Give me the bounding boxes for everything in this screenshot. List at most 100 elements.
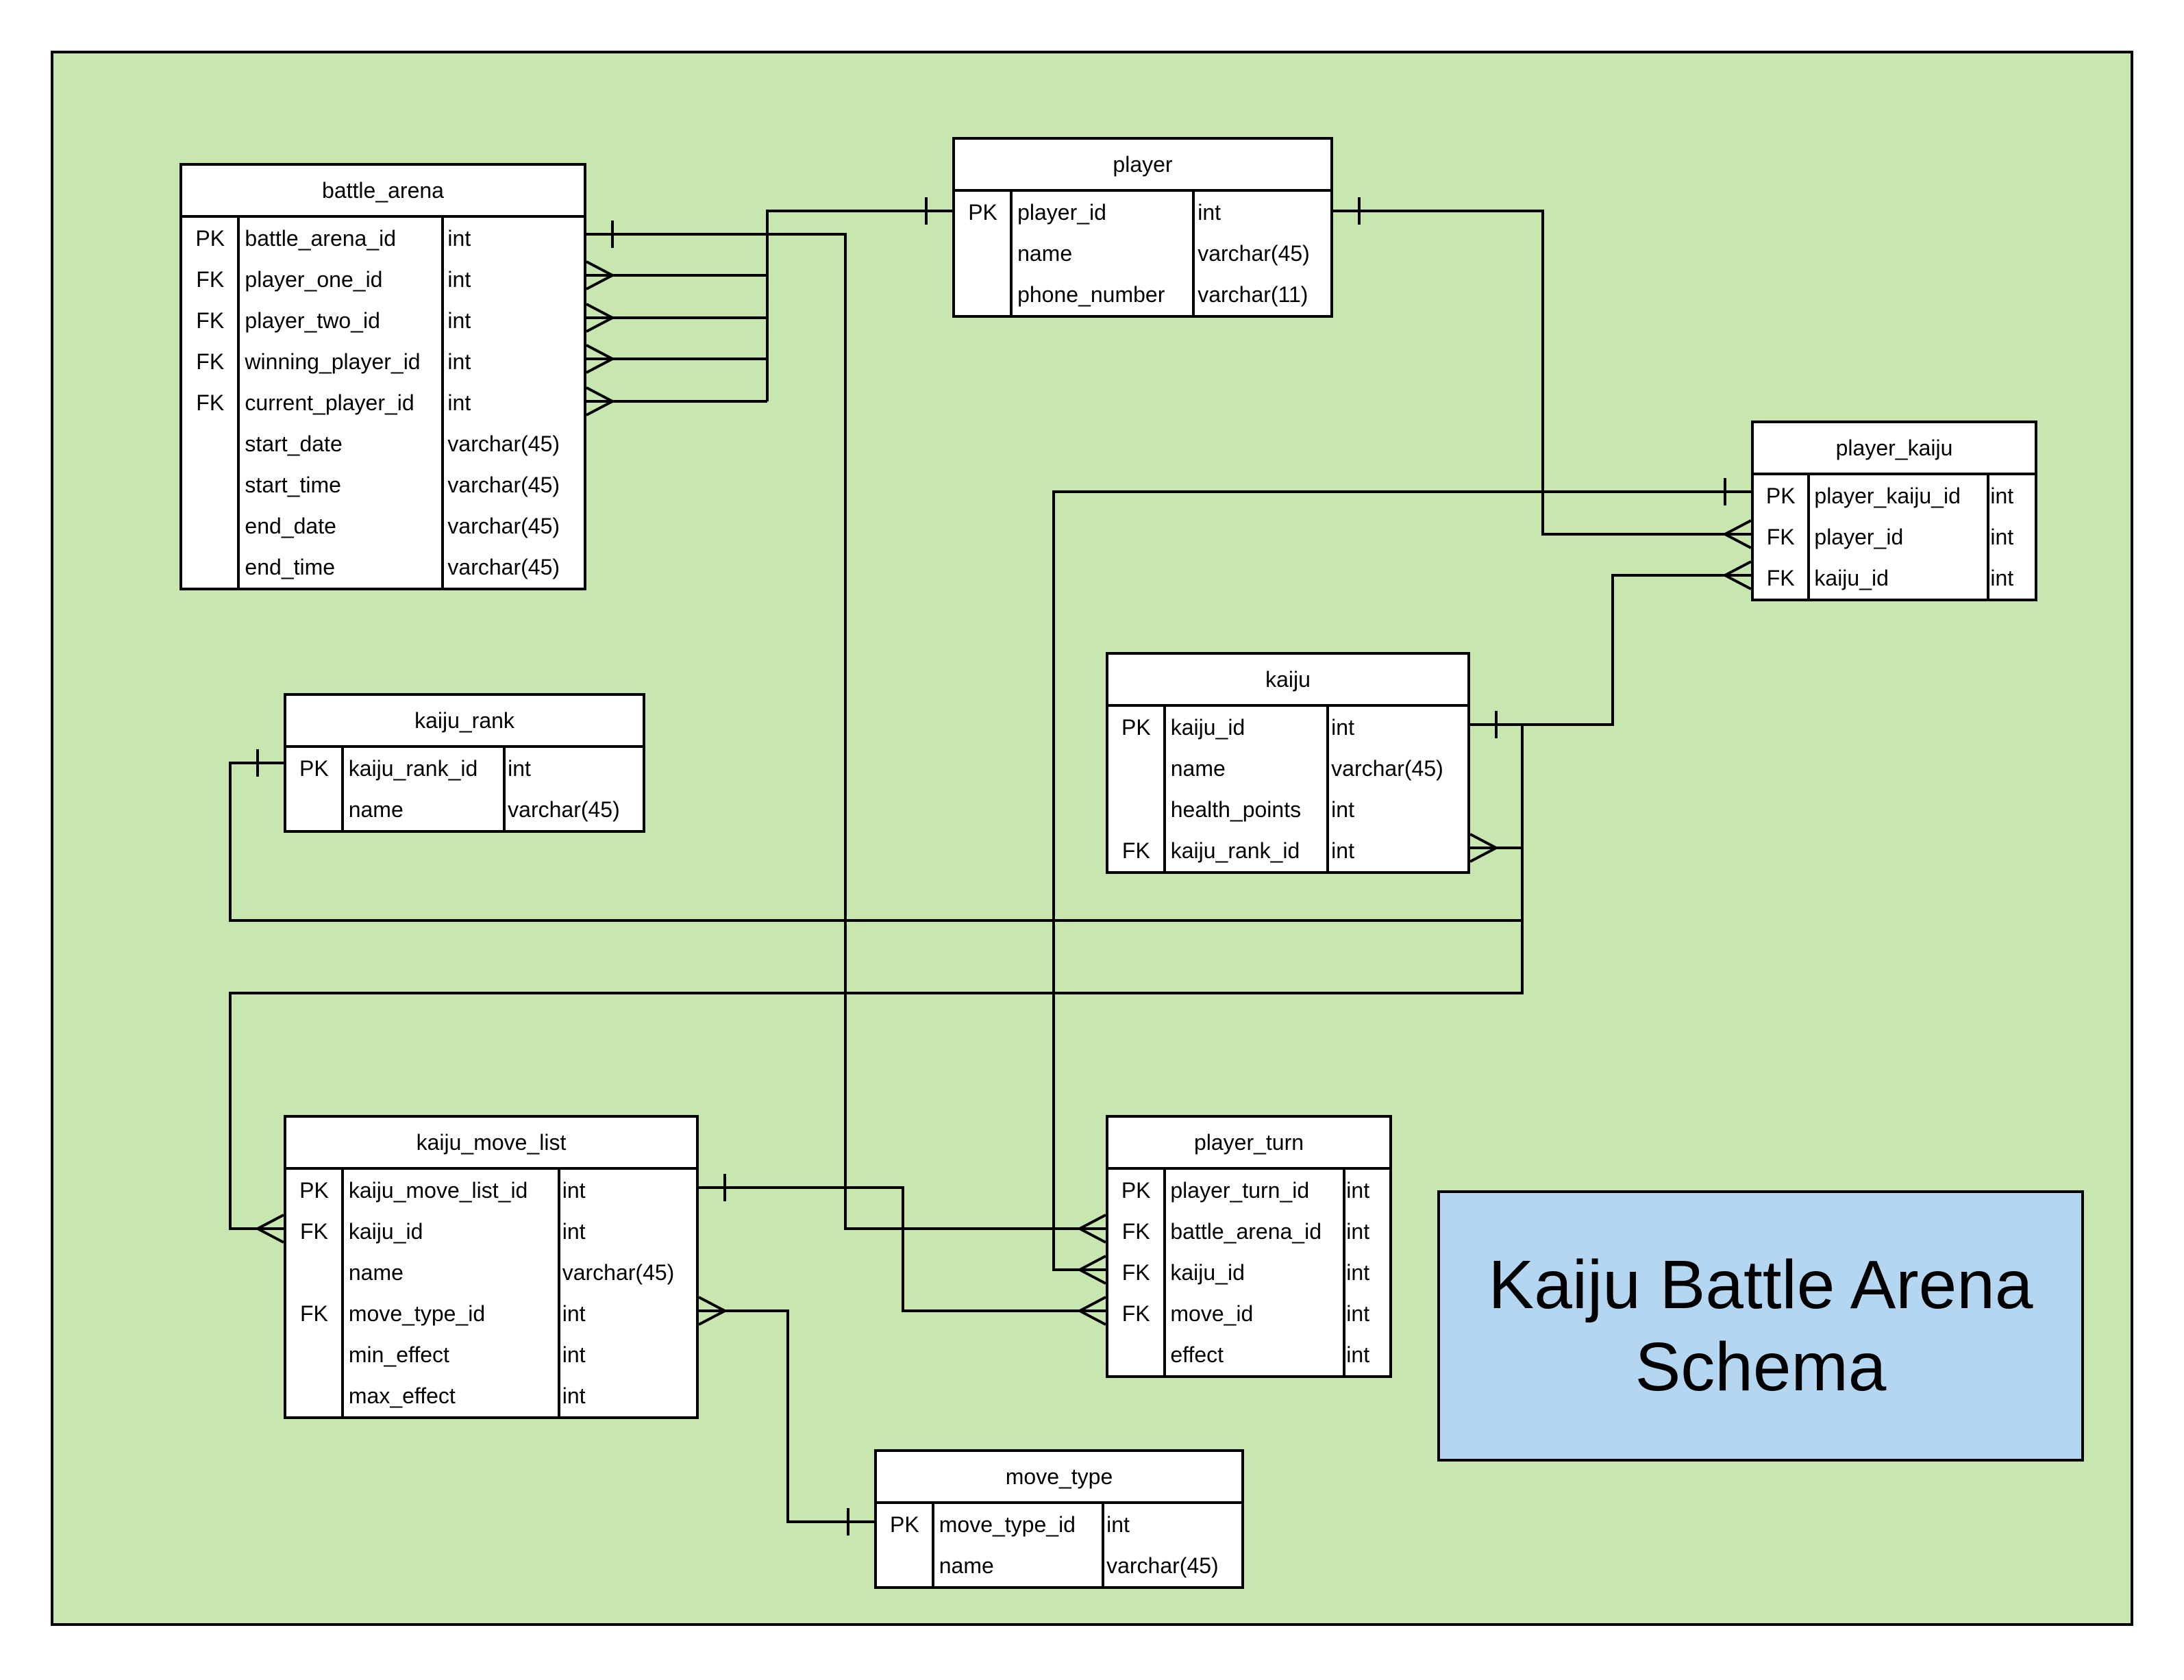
- column-name: kaiju_rank_id: [348, 756, 478, 781]
- column-name: health_points: [1170, 797, 1302, 822]
- column-divider: [1010, 192, 1013, 315]
- column-name: end_date: [245, 514, 336, 538]
- key-cell: FK: [1121, 1301, 1150, 1326]
- table-row: PK player_id int: [955, 192, 1330, 233]
- table-title: player_kaiju: [1754, 423, 2035, 475]
- column-type: int: [1990, 484, 2014, 508]
- table-row: PK kaiju_move_list_id int: [286, 1170, 696, 1211]
- table-row: PK player_kaiju_id int: [1754, 475, 2035, 516]
- key-cell: [182, 547, 238, 588]
- column-type: varchar(45): [447, 514, 560, 538]
- column-type: int: [1990, 566, 2014, 590]
- column-name: move_type_id: [939, 1512, 1076, 1537]
- key-cell: PK: [890, 1512, 919, 1537]
- column-type: int: [1331, 838, 1354, 863]
- column-divider: [1192, 192, 1195, 315]
- key-cell: PK: [1765, 484, 1796, 508]
- column-name: start_time: [245, 473, 341, 497]
- table-row: FK kaiju_id int: [1754, 557, 2035, 599]
- column-name: effect: [1170, 1342, 1224, 1367]
- column-name: player_id: [1017, 200, 1106, 225]
- diagram-title-line2: Schema: [1635, 1329, 1887, 1405]
- key-cell: FK: [1766, 566, 1795, 590]
- column-divider: [341, 748, 344, 830]
- column-type: int: [1346, 1219, 1370, 1244]
- column-name: kaiju_id: [1814, 566, 1889, 590]
- column-name: end_time: [245, 555, 336, 579]
- diagram-title-line1: Kaiju Battle Arena: [1488, 1246, 2033, 1323]
- column-type: varchar(45): [1198, 241, 1310, 266]
- column-type: int: [562, 1178, 586, 1203]
- column-divider: [1987, 475, 1989, 599]
- column-name: kaiju_id: [348, 1219, 423, 1244]
- column-divider: [932, 1504, 934, 1586]
- key-cell: PK: [1121, 1178, 1151, 1203]
- column-type: int: [1331, 715, 1354, 740]
- table-title: kaiju_rank: [286, 696, 643, 748]
- table-title: move_type: [877, 1452, 1241, 1504]
- column-type: int: [447, 349, 471, 374]
- column-type: int: [508, 756, 531, 781]
- column-type: int: [447, 226, 471, 251]
- key-cell: PK: [299, 1178, 329, 1203]
- column-type: int: [1346, 1178, 1370, 1203]
- column-type: int: [562, 1219, 586, 1244]
- diagram-title-box: Kaiju Battle Arena Schema: [1437, 1190, 2084, 1462]
- column-type: varchar(45): [447, 431, 560, 456]
- table-title: kaiju: [1108, 655, 1467, 707]
- key-cell: [182, 505, 238, 547]
- table-title: player_turn: [1108, 1118, 1389, 1170]
- key-cell: FK: [299, 1301, 328, 1326]
- column-name: player_turn_id: [1170, 1178, 1310, 1203]
- column-name: player_two_id: [245, 308, 380, 333]
- key-cell: FK: [196, 267, 225, 292]
- column-name: current_player_id: [245, 390, 414, 415]
- column-divider: [1102, 1504, 1104, 1586]
- column-type: int: [1106, 1512, 1130, 1537]
- column-divider: [1326, 707, 1329, 871]
- table-row: PK move_type_id int: [877, 1504, 1241, 1545]
- column-type: varchar(11): [1198, 282, 1308, 307]
- table-row: end_date varchar(45): [182, 505, 584, 547]
- column-name: battle_arena_id: [245, 226, 397, 251]
- column-type: int: [1990, 525, 2014, 549]
- key-cell: FK: [1766, 525, 1795, 549]
- column-type: int: [447, 390, 471, 415]
- column-type: varchar(45): [1331, 756, 1443, 781]
- column-name: kaiju_move_list_id: [348, 1178, 528, 1203]
- column-type: int: [1346, 1260, 1370, 1285]
- column-name: kaiju_id: [1170, 715, 1245, 740]
- key-cell: [182, 464, 238, 505]
- key-cell: [955, 233, 1010, 274]
- key-cell: PK: [299, 756, 329, 781]
- key-cell: PK: [968, 200, 997, 225]
- column-type: varchar(45): [508, 797, 620, 822]
- key-cell: [1108, 748, 1164, 789]
- column-name: player_kaiju_id: [1814, 484, 1961, 508]
- column-type: int: [1198, 200, 1221, 225]
- column-type: int: [447, 267, 471, 292]
- column-divider: [341, 1170, 344, 1416]
- key-cell: [286, 1252, 342, 1293]
